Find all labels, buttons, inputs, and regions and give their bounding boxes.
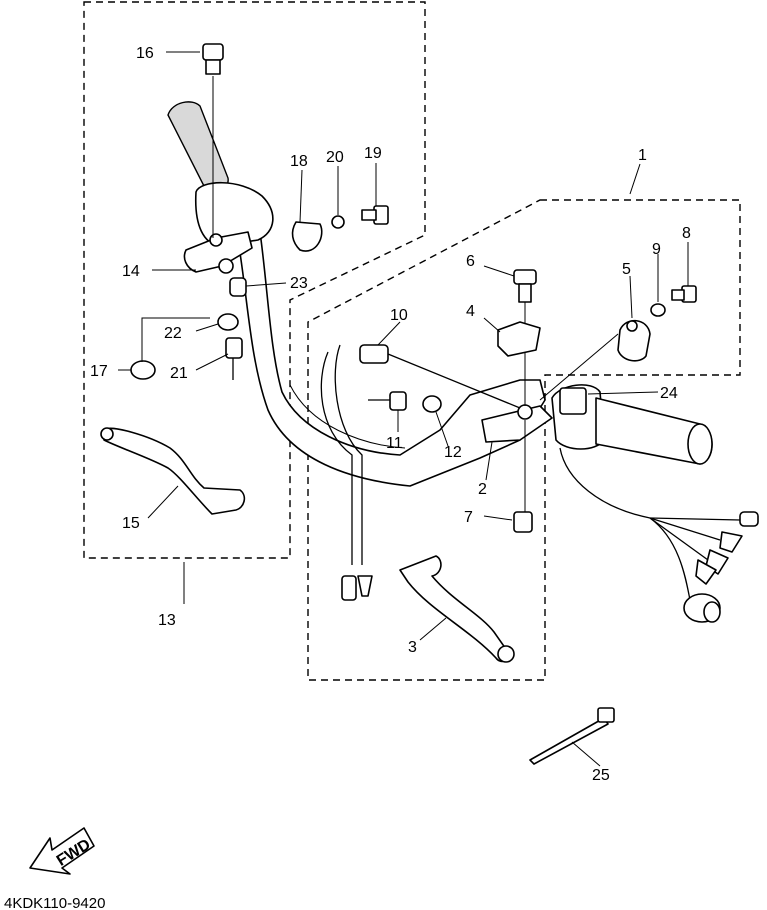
callout-17: 17 <box>90 363 108 380</box>
lever-15 <box>100 427 246 515</box>
callout-5: 5 <box>622 261 631 278</box>
callout-11: 11 <box>386 435 403 452</box>
callout-14: 14 <box>122 263 140 280</box>
adjuster-22 <box>217 313 239 331</box>
group-13-boundary <box>83 1 426 559</box>
callout-18: 18 <box>290 153 308 170</box>
holder-2 <box>481 404 553 443</box>
callout-3: 3 <box>408 639 417 656</box>
cable-tie-25 <box>529 707 615 765</box>
switch-21 <box>225 337 243 380</box>
bolt-16 <box>202 43 224 75</box>
callout-12: 12 <box>444 444 462 461</box>
wire-harness-right <box>559 447 759 623</box>
clamp-5 <box>617 319 651 362</box>
lever-3 <box>399 555 515 663</box>
bolt-6 <box>513 269 537 303</box>
handlebar <box>237 231 546 487</box>
nut-17 <box>130 360 156 380</box>
callout-19: 19 <box>364 145 382 162</box>
wire-terminals-left <box>341 575 373 601</box>
callout-23: 23 <box>290 275 308 292</box>
switch-11 <box>368 391 407 411</box>
callout-24: 24 <box>660 385 678 402</box>
callout-1: 1 <box>638 147 647 164</box>
callout-15: 15 <box>122 515 140 532</box>
switch-10 <box>359 344 521 409</box>
callout-2: 2 <box>478 481 487 498</box>
callout-9: 9 <box>652 241 661 258</box>
callout-21: 21 <box>170 365 188 382</box>
callout-25: 25 <box>592 767 610 784</box>
callout-10: 10 <box>390 307 408 324</box>
nut-12 <box>422 395 442 413</box>
washer-20 <box>331 215 345 229</box>
callout-20: 20 <box>326 149 344 166</box>
callout-8: 8 <box>682 225 691 242</box>
spring-23 <box>229 277 247 297</box>
bracket-4 <box>497 321 541 357</box>
washer-9 <box>650 303 666 317</box>
switch-24 <box>551 384 713 465</box>
callout-6: 6 <box>466 253 475 270</box>
callout-22: 22 <box>164 325 182 342</box>
callout-13: 13 <box>158 612 176 629</box>
leader-lines <box>118 51 689 767</box>
nut-7 <box>513 511 533 533</box>
screw-19 <box>361 205 389 225</box>
callout-16: 16 <box>136 45 154 62</box>
callout-4: 4 <box>466 303 475 320</box>
callout-7: 7 <box>464 509 473 526</box>
callout-labels: 1 2 3 4 5 6 7 8 9 10 11 12 13 14 15 16 1… <box>90 45 691 784</box>
bracket-18 <box>291 221 323 252</box>
group-1-boundary <box>307 199 741 681</box>
screw-8 <box>671 285 697 303</box>
fwd-arrow-icon: FWD <box>29 827 95 875</box>
drawing-code: 4KDK110-9420 <box>4 895 105 910</box>
